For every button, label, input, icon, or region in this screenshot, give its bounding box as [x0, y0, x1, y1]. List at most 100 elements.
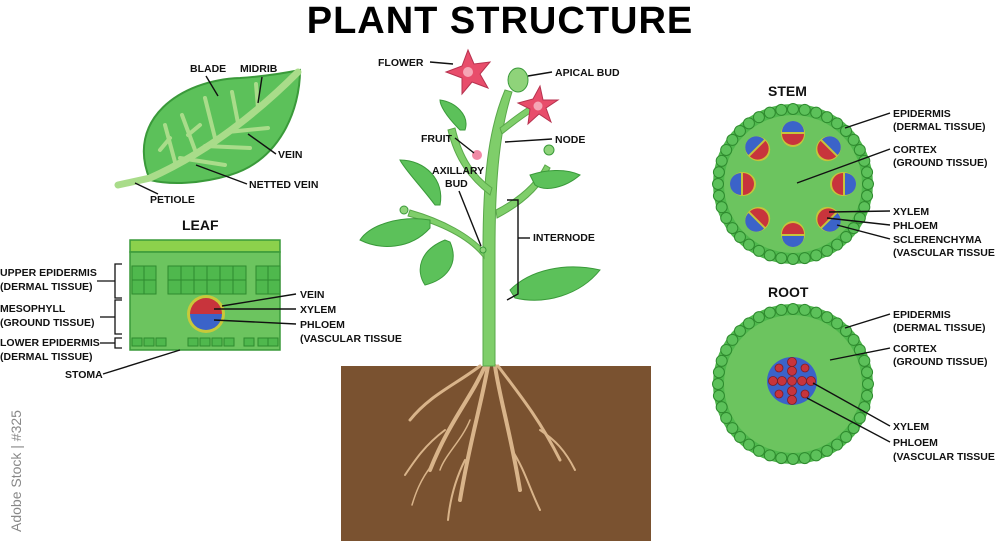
- vascular-bundle: [745, 136, 771, 162]
- root-vascular-sub: (VASCULAR TISSUE: [893, 451, 995, 463]
- epidermis-cell: [821, 444, 834, 457]
- epidermis-cell: [742, 238, 755, 251]
- stem-vascular-sub: (VASCULAR TISSUE: [893, 247, 995, 259]
- stem-phloem-label: PHLOEM: [893, 220, 938, 232]
- leaf-illustration: [114, 68, 302, 189]
- epidermis-cell: [763, 106, 776, 119]
- epidermis-cell: [720, 412, 733, 425]
- epidermis-cell: [742, 317, 755, 330]
- epidermis-cell: [853, 343, 866, 356]
- vascular-bundle: [745, 206, 771, 232]
- leaf-midrib-label: MIDRIB: [240, 63, 278, 75]
- epidermis-cell: [787, 453, 799, 465]
- epidermis-cell: [712, 378, 724, 390]
- leaf-vein-label: VEIN: [278, 149, 303, 161]
- lower-epidermis-label: LOWER EPIDERMIS: [0, 337, 100, 349]
- epidermis-cell: [720, 143, 733, 156]
- stem-epidermis-label: EPIDERMIS: [893, 108, 951, 120]
- stem-vascular-bundles: [730, 121, 856, 247]
- epidermis-cell: [712, 366, 725, 379]
- vascular-bundle: [830, 172, 856, 196]
- leaf-heading: LEAF: [182, 217, 219, 233]
- epidermis-cell: [775, 303, 788, 316]
- mesophyll-label: MESOPHYLL: [0, 303, 66, 315]
- epidermis-cell: [831, 117, 844, 130]
- vascular-bundle: [815, 206, 841, 232]
- stem-epidermis-cells: [712, 103, 874, 265]
- vascular-bundle: [815, 136, 841, 162]
- epidermis-cell: [752, 244, 765, 257]
- internode-label: INTERNODE: [533, 232, 595, 244]
- epidermis-cell: [733, 324, 746, 337]
- xs-xylem-label: XYLEM: [300, 304, 336, 316]
- epidermis-cell: [715, 354, 728, 367]
- epidermis-cell: [726, 222, 739, 235]
- epidermis-cell: [810, 106, 823, 119]
- root-epidermis-cells: [712, 303, 874, 465]
- epidermis-cell: [798, 103, 811, 116]
- epidermis-cell: [763, 306, 776, 319]
- fruit-label: FRUIT: [421, 133, 452, 145]
- epidermis-cell: [733, 231, 746, 244]
- root-epidermis-label: EPIDERMIS: [893, 309, 951, 321]
- stem-sclerenchyma-label: SCLERENCHYMA: [893, 234, 982, 246]
- epidermis-cell: [787, 253, 799, 265]
- epidermis-cell: [862, 178, 874, 190]
- epidermis-cell: [861, 389, 874, 402]
- xs-vein-label: VEIN: [300, 289, 325, 301]
- epidermis-cell: [840, 124, 853, 137]
- vascular-bundle: [730, 172, 756, 196]
- epidermis-cell: [712, 178, 724, 190]
- epidermis-cell: [733, 124, 746, 137]
- roots: [404, 364, 576, 521]
- leaf-petiole-label: PETIOLE: [150, 194, 195, 206]
- epidermis-cell: [720, 343, 733, 356]
- epidermis-cell: [847, 133, 860, 146]
- stoma-label: STOMA: [65, 369, 103, 381]
- epidermis-cell: [752, 311, 765, 324]
- epidermis-cell: [720, 212, 733, 225]
- vascular-bundle: [781, 121, 805, 147]
- flower-label: FLOWER: [378, 57, 424, 69]
- epidermis-cell: [712, 389, 725, 402]
- epidermis-cell: [840, 431, 853, 444]
- epidermis-cell: [752, 111, 765, 124]
- epidermis-cell: [715, 201, 728, 214]
- page-title: PLANT STRUCTURE: [306, 0, 694, 42]
- leaf-netted-vein-label: NETTED VEIN: [249, 179, 318, 191]
- epidermis-cell: [831, 238, 844, 251]
- root-cortex-label: CORTEX: [893, 343, 937, 355]
- root-xylem-label: XYLEM: [893, 421, 929, 433]
- upper-epidermis-label: UPPER EPIDERMIS: [0, 267, 97, 279]
- mesophyll-sub: (GROUND TISSUE): [0, 317, 95, 329]
- epidermis-cell: [861, 166, 874, 179]
- epidermis-cell: [763, 449, 776, 462]
- epidermis-cell: [810, 306, 823, 319]
- upper-epidermis-sub: (DERMAL TISSUE): [0, 281, 93, 293]
- stem-epidermis-sub: (DERMAL TISSUE): [893, 121, 986, 133]
- epidermis-cell: [858, 201, 871, 214]
- epidermis-cell: [787, 103, 799, 115]
- epidermis-cell: [853, 143, 866, 156]
- vascular-bundle: [781, 221, 805, 247]
- epidermis-cell: [810, 249, 823, 262]
- stem-heading: STEM: [768, 83, 807, 99]
- epidermis-cell: [733, 431, 746, 444]
- epidermis-cell: [862, 378, 874, 390]
- stem-cortex-label: CORTEX: [893, 144, 937, 156]
- stem-xylem-label: XYLEM: [893, 206, 929, 218]
- leaf-blade-label: BLADE: [190, 63, 226, 75]
- root-vascular-core: [767, 357, 817, 405]
- xs-vascular-sub: (VASCULAR TISSUE: [300, 333, 402, 345]
- epidermis-cell: [840, 231, 853, 244]
- epidermis-cell: [858, 354, 871, 367]
- epidermis-cell: [810, 449, 823, 462]
- epidermis-cell: [775, 452, 788, 465]
- epidermis-cell: [763, 249, 776, 262]
- root-phloem-label: PHLOEM: [893, 437, 938, 449]
- epidermis-cell: [726, 133, 739, 146]
- epidermis-cell: [821, 311, 834, 324]
- epidermis-cell: [853, 412, 866, 425]
- plant-leaves: [359, 99, 601, 301]
- epidermis-cell: [840, 324, 853, 337]
